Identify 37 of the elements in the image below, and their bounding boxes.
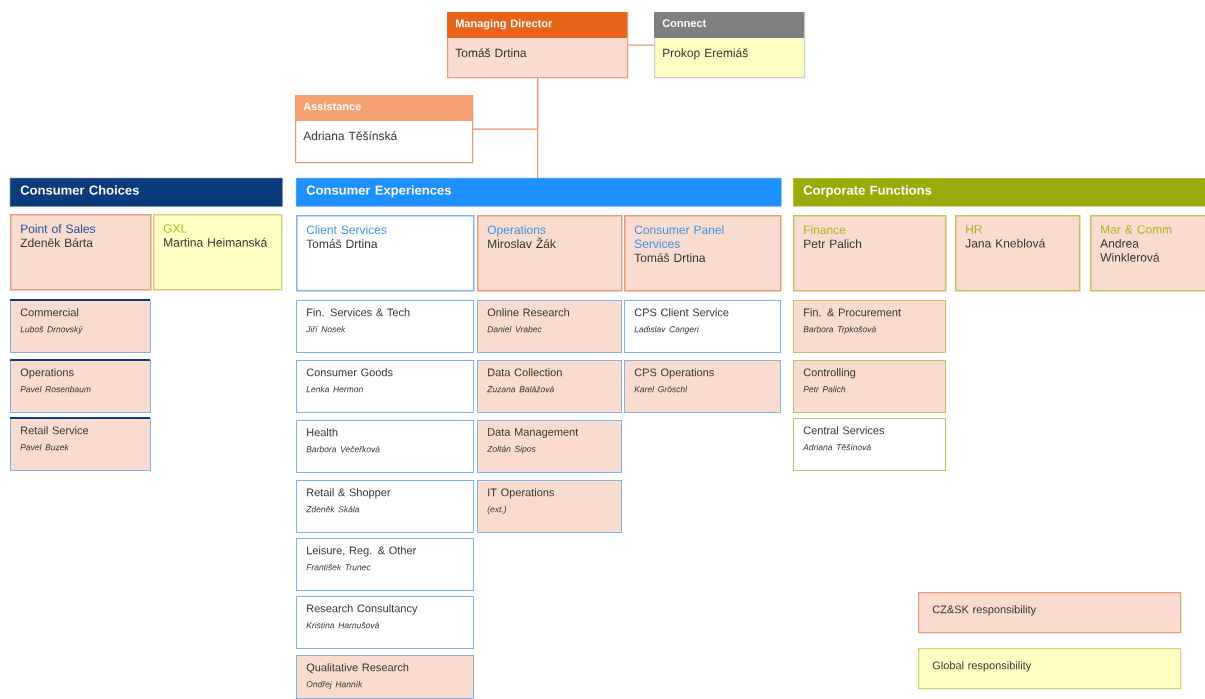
department-box: Mar & Comm Andrea Winklerová (1090, 215, 1205, 292)
department-box: Consumer Panel Services Tomáš Drtina (624, 215, 782, 292)
department-box: Data Management Zoltán Sipos (477, 420, 622, 473)
department-box: HR Jana Kneblová (955, 215, 1081, 292)
department-box: Online Research Daniel Vrabec (477, 300, 622, 353)
department-box: Operations Pavel Rosenbaum (9, 359, 151, 413)
connector-line (627, 44, 655, 46)
department-box: Fin. & Procurement Barbora Trpkošová (793, 300, 946, 353)
department-box: Qualitative Research Ondřej Hanník (296, 655, 474, 699)
department-box: Point of Sales Zdeněk Bárta (10, 214, 152, 291)
department-box: Fin. Services & Tech Jiří Nosek (296, 300, 474, 353)
department-box: CPS Operations Karel Gröschl (624, 360, 781, 413)
department-box: GXL Martina Heimanská (153, 214, 283, 291)
connector-line (537, 77, 539, 179)
department-box: IT Operations (ext.) (477, 480, 622, 533)
department-box: Commercial Luboš Drnovský (9, 299, 151, 353)
legend-item: CZ&SK responsibility (918, 592, 1182, 634)
department-box: Leisure, Reg. & Other František Trunec (296, 538, 474, 591)
department-box: Research Consultancy Kristina Harnušová (296, 596, 474, 649)
department-box: Retail & Shopper Zdeněk Skála (296, 480, 474, 533)
legend-item: Global responsibility (918, 648, 1182, 690)
position-box: Managing Director Tomáš Drtina (447, 12, 629, 79)
department-box: CPS Client Service Ladislav Cangeri (624, 300, 781, 353)
department-box: Retail Service Pavel Buzek (9, 417, 151, 471)
department-box: Controlling Petr Palich (793, 360, 946, 413)
position-box: Assistance Adriana Těšínská (295, 95, 474, 164)
department-box: Finance Petr Palich (793, 215, 947, 292)
department-box: Health Barbora Večeřková (296, 420, 474, 473)
department-box: Operations Miroslav Žák (477, 215, 623, 292)
department-box: Client Services Tomáš Drtina (296, 215, 475, 292)
division-band: Consumer Choices (10, 178, 283, 207)
department-box: Central Services Adriana Těšínová (793, 418, 946, 471)
position-box: Connect Prokop Eremiáš (654, 12, 806, 79)
department-box: Data Collection Zuzana Balážová (477, 360, 622, 413)
division-band: Corporate Functions (793, 178, 1205, 207)
department-box: Consumer Goods Lenka Hermon (296, 360, 474, 413)
division-band: Consumer Experiences (296, 178, 782, 207)
